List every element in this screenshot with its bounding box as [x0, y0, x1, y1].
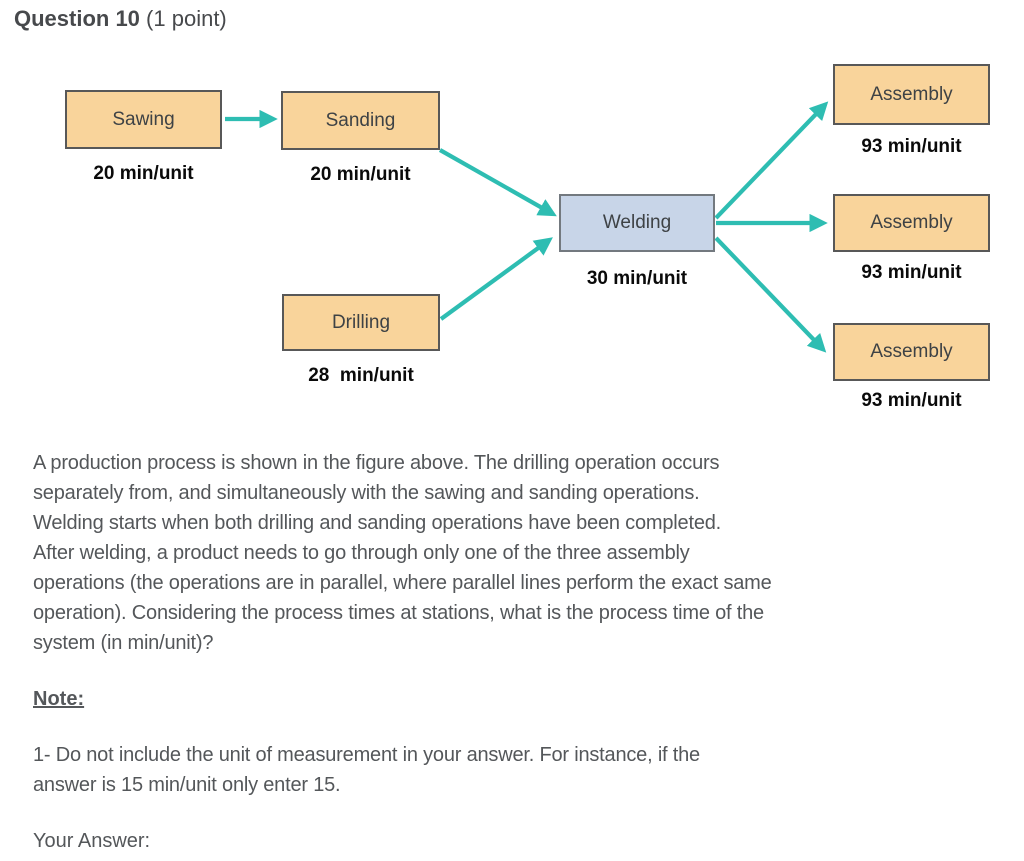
station-sawing-label: Sawing	[112, 108, 175, 130]
station-sanding-label: Sanding	[325, 109, 396, 131]
station-welding-label: Welding	[602, 212, 672, 233]
station-drilling-rate: 28 min/unit	[308, 365, 414, 386]
note-body: 1- Do not include the unit of measuremen…	[33, 740, 700, 800]
arrow-sanding-to-welding	[438, 148, 557, 217]
paragraph-line: A production process is shown in the fig…	[33, 452, 720, 474]
station-drilling: Drilling	[282, 294, 440, 351]
note-line: 1- Do not include the unit of measuremen…	[33, 744, 700, 766]
flow-arrows-layer	[225, 101, 829, 353]
station-sanding-rate: 20 min/unit	[310, 164, 411, 185]
station-assembly-bottom: Assembly	[833, 323, 990, 381]
station-sanding: Sanding	[281, 91, 440, 150]
process-flow-diagram: Sawing 20 min/unit Sanding 20 min/unit D…	[65, 64, 990, 411]
question-points: (1 point)	[146, 6, 227, 31]
question-paragraph: A production process is shown in the fig…	[33, 448, 772, 658]
station-assembly-middle-rate: 93 min/unit	[861, 262, 962, 283]
paragraph-line: After welding, a product needs to go thr…	[33, 542, 690, 564]
station-sawing: Sawing	[65, 90, 222, 149]
paragraph-line: separately from, and simultaneously with…	[33, 482, 700, 504]
paragraph-line: Welding starts when both drilling and sa…	[33, 512, 722, 534]
arrow-welding-to-assembly-bottom	[714, 236, 827, 353]
your-answer-label: Your Answer:	[33, 830, 151, 852]
station-welding-rate: 30 min/unit	[586, 268, 688, 289]
paragraph-line: operation). Considering the process time…	[33, 602, 764, 624]
paragraph-line: operations (the operations are in parall…	[33, 572, 772, 594]
station-welding: Welding	[559, 194, 715, 252]
station-assembly-top: Assembly	[833, 64, 990, 125]
note-heading: Note:	[33, 688, 85, 710]
station-assembly-bottom-label: Assembly	[870, 341, 953, 362]
arrow-welding-to-assembly-top	[714, 101, 829, 220]
station-assembly-top-label: Assembly	[870, 83, 953, 105]
question-title: Question 10	[14, 6, 140, 31]
station-assembly-top-rate: 93 min/unit	[861, 136, 962, 157]
station-assembly-middle-label: Assembly	[870, 212, 953, 233]
station-assembly-middle: Assembly	[833, 194, 990, 252]
question-header: Question 10 (1 point)	[14, 4, 227, 34]
note-line: answer is 15 min/unit only enter 15.	[33, 774, 341, 796]
arrow-drilling-to-welding	[439, 237, 553, 321]
station-sawing-rate: 20 min/unit	[93, 163, 194, 184]
paragraph-line: system (in min/unit)?	[33, 632, 214, 654]
station-drilling-label: Drilling	[331, 311, 391, 333]
station-assembly-bottom-rate: 93 min/unit	[861, 390, 962, 411]
